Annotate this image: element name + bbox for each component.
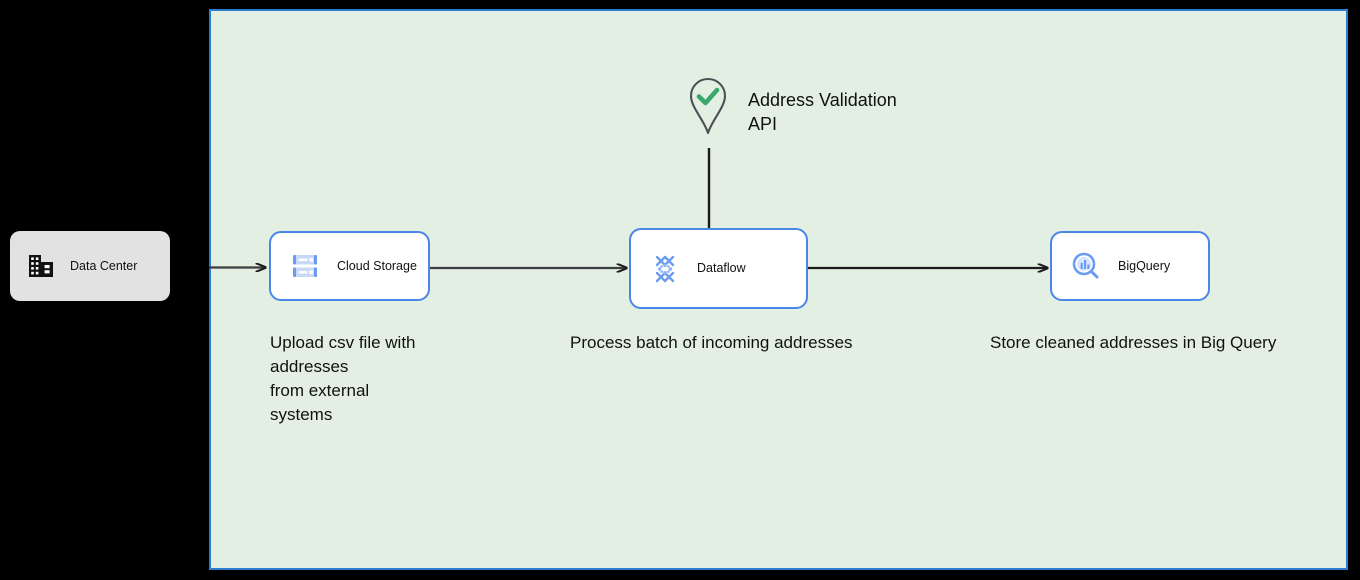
bigquery-icon (1072, 252, 1099, 279)
node-data-center[interactable]: Data Center (10, 231, 170, 301)
dataflow-icon (655, 255, 675, 282)
node-label-bigquery: BigQuery (1118, 258, 1171, 273)
node-cloud-storage[interactable]: Cloud Storage (269, 231, 430, 301)
node-address-validation-api[interactable] (686, 76, 730, 136)
cloud-storage-icon (293, 255, 317, 277)
map-pin-check-icon (689, 77, 727, 135)
node-label-dataflow: Dataflow (697, 261, 746, 275)
node-label-cloud-storage: Cloud Storage (337, 258, 417, 273)
caption-upload: Upload csv file with addresses from exte… (270, 333, 416, 425)
node-dataflow[interactable]: Dataflow (629, 228, 808, 309)
node-bigquery[interactable]: BigQuery (1050, 231, 1210, 301)
office-building-icon (29, 255, 53, 277)
node-label-address-validation-api: Address Validation API (748, 90, 897, 134)
caption-process: Process batch of incoming addresses (570, 333, 853, 352)
node-label-data-center: Data Center (70, 258, 138, 273)
caption-store: Store cleaned addresses in Big Query (990, 333, 1277, 352)
